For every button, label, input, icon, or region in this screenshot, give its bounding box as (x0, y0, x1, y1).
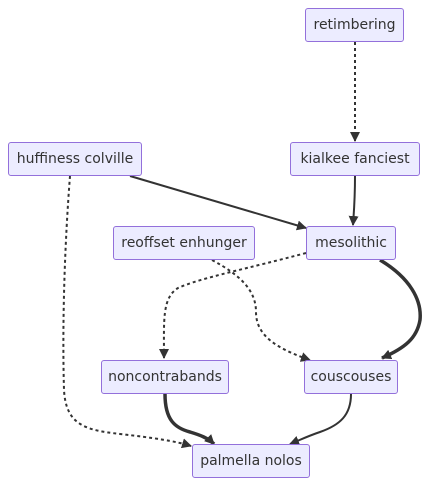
edge-mesolithic-to-noncontrabands (158, 252, 307, 359)
node-label: couscouses (310, 369, 392, 385)
edge-couscouses-to-palmella-nolos (289, 393, 352, 446)
edge-reoffset-enhunger-to-couscouses (211, 259, 311, 362)
edge-huffiness-colville-to-palmella-nolos (62, 175, 192, 449)
node-kialkee-fanciest[interactable]: kialkee fanciest (290, 142, 420, 176)
node-label: kialkee fanciest (300, 151, 410, 167)
node-palmella-nolos[interactable]: palmella nolos (192, 444, 310, 478)
node-label: huffiness colville (16, 151, 134, 167)
node-huffiness-colville[interactable]: huffiness colville (8, 142, 142, 176)
edge-mesolithic-to-couscouses (379, 258, 422, 360)
edge-kialkee-fanciest-to-mesolithic (348, 175, 359, 226)
node-couscouses[interactable]: couscouses (304, 360, 398, 394)
node-label: reoffset enhunger (121, 235, 247, 251)
node-retimbering[interactable]: retimbering (305, 8, 404, 42)
node-label: noncontrabands (108, 369, 222, 385)
node-label: mesolithic (315, 235, 387, 251)
node-mesolithic[interactable]: mesolithic (306, 226, 396, 260)
node-label: retimbering (313, 17, 396, 33)
node-label: palmella nolos (200, 453, 302, 469)
node-noncontrabands[interactable]: noncontrabands (101, 360, 229, 394)
edge-noncontrabands-to-palmella-nolos (163, 393, 216, 446)
edge-huffiness-colville-to-mesolithic (129, 175, 307, 231)
node-reoffset-enhunger[interactable]: reoffset enhunger (113, 226, 255, 260)
